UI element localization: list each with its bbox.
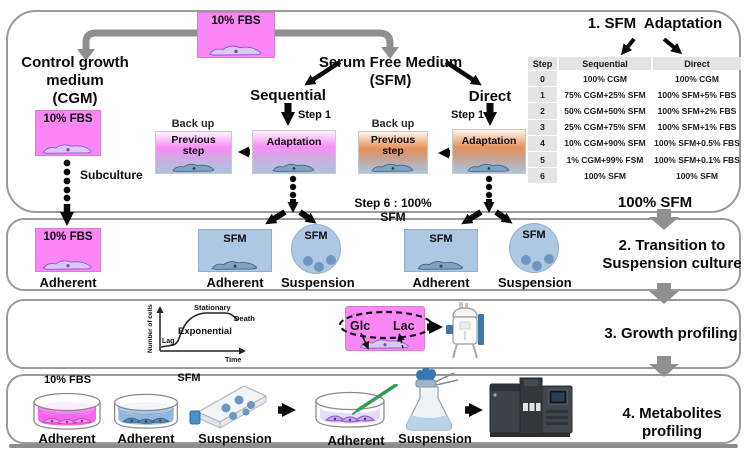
table-header-sequential: Sequential — [559, 57, 651, 70]
suspension-cell-dot — [303, 256, 313, 266]
table-cell: 5 — [528, 151, 557, 168]
step1-label-sequential: Step 1 — [298, 109, 332, 121]
table-cell: 100% SFM+1% FBS — [657, 122, 737, 133]
caption-suspension: Suspension — [198, 431, 272, 446]
phase-lag: Lag — [162, 338, 174, 345]
table-cell: 100% CGM — [675, 73, 719, 84]
bottom-divider — [9, 444, 738, 448]
table-cell: 25% CGM+75% SFM — [564, 122, 646, 133]
table-header-direct: Direct — [653, 57, 741, 70]
sfm-suspension-circle-sequential: SFM — [291, 224, 341, 274]
suspension-cell-dot — [521, 255, 531, 265]
section4-title: 4. Metabolites profiling — [622, 405, 722, 440]
subculture-label: Subculture — [80, 168, 143, 182]
adaptation-box-direct: Adaptation — [452, 129, 526, 174]
left-fbs-flask-box: 10% FBS — [35, 110, 101, 156]
table-cell: 50% CGM+50% SFM — [564, 105, 646, 116]
table-cell: 1 — [528, 87, 557, 103]
direct-branch-label: Direct — [468, 88, 512, 105]
sfm-suspension-circle-direct: SFM — [509, 223, 559, 273]
caption-adherent: Adherent — [38, 431, 96, 446]
sfm-adherent-box-sequential: SFM — [198, 229, 272, 272]
flask-label: 10% FBS — [211, 15, 261, 27]
caption-adherent: Adherent — [206, 275, 264, 290]
mass-spectrometer-icon — [489, 377, 573, 437]
growth-curve-chart: Number of cells Lag Exponential Stationa… — [147, 303, 255, 364]
adherent-cell-icon — [371, 163, 414, 172]
table-cell: 3 — [528, 119, 557, 135]
fbs-adherent-box: 10% FBS — [35, 228, 101, 272]
table-cell: 4 — [528, 135, 557, 151]
table-cell: 10% CGM+90% SFM — [564, 138, 646, 149]
y-axis-label: Number of cells — [147, 304, 154, 353]
caption-suspension: Suspension — [398, 431, 472, 446]
table-cell: 75% CGM+25% SFM — [564, 89, 646, 100]
erlenmeyer-flask-icon — [405, 368, 459, 431]
lac-label: Lac — [393, 319, 415, 333]
sfm-100-label: 100% SFM — [617, 194, 693, 211]
caption-adherent: Adherent — [327, 433, 385, 448]
bioreactor-icon — [446, 302, 484, 359]
caption-suspension: Suspension — [498, 275, 572, 290]
adherent-cell-icon — [272, 163, 315, 172]
caption-adherent: Adherent — [117, 431, 175, 446]
flask-label: 10% FBS — [43, 113, 93, 125]
backup-label-sequential: Back up — [171, 118, 215, 130]
table-cell: 6 — [528, 168, 557, 184]
table-cell: 100% CGM — [583, 73, 627, 84]
section1-heading: 1. SFM Adaptation — [587, 15, 723, 32]
petri-dish-pipette-icon — [315, 384, 398, 428]
section2-title: 2. Transition to Suspension culture — [602, 237, 742, 272]
metabolite-cycle-overlay: Glc Lac — [338, 310, 434, 350]
caption-adherent: Adherent — [39, 275, 97, 290]
suspension-cell-dot — [544, 254, 554, 264]
cgm-title: Control growth medium (CGM) — [21, 54, 129, 107]
adherent-cell-icon — [211, 261, 257, 270]
top-fbs-flask-box: 10% FBS — [197, 12, 275, 58]
adherent-cell-icon — [42, 144, 92, 154]
suspension-cell-dot — [532, 261, 542, 271]
adaptation-box-sequential: Adaptation — [252, 130, 336, 174]
sequential-branch-label: Sequential — [250, 87, 326, 104]
suspension-cell-dot — [314, 262, 324, 272]
table-cell: 100% SFM+5% FBS — [657, 89, 737, 100]
step6-label: Step 6 : 100% SFM — [354, 196, 432, 224]
table-header-step: Step — [528, 57, 557, 70]
phase-stationary: Stationary — [194, 303, 232, 312]
fbs-dish-label: 10% FBS — [43, 374, 92, 386]
sfm-flask-label: SFM — [177, 372, 201, 384]
adherent-cell-icon — [417, 261, 463, 270]
caption-suspension: Suspension — [281, 275, 355, 290]
glc-label: Glc — [350, 319, 370, 333]
caption-adherent: Adherent — [412, 275, 470, 290]
adaptation-table: Step Sequential Direct 0 100% CGM 100% C… — [528, 57, 741, 184]
table-cell: 100% SFM+0.1% FBS — [654, 154, 740, 165]
petri-dish-fbs-icon — [33, 392, 101, 430]
table-cell: 100% SFM+2% FBS — [657, 105, 737, 116]
phase-death: Death — [234, 314, 255, 323]
table-cell: 2 — [528, 103, 557, 119]
sfm-title: Serum Free Medium (SFM) — [318, 54, 463, 89]
panel-2-transition — [6, 218, 741, 291]
phase-exponential: Exponential — [178, 326, 232, 337]
sfm-adherent-box-direct: SFM — [404, 229, 478, 272]
adherent-cell-icon — [209, 45, 262, 56]
adherent-cell-icon — [467, 163, 510, 172]
table-cell: 100% SFM — [583, 170, 627, 181]
t-flask-suspension-icon — [189, 385, 268, 429]
table-cell: 0 — [528, 71, 557, 87]
x-axis-label: Time — [225, 357, 241, 364]
step1-label-direct: Step 1 — [450, 109, 484, 121]
suspension-cell-dot — [326, 255, 336, 265]
table-cell: 100% SFM — [675, 170, 719, 181]
adherent-cell-icon — [42, 260, 92, 270]
table-cell: 100% SFM+0.5% FBS — [654, 138, 740, 149]
table-cell: 1% CGM+99% FSM — [566, 154, 644, 165]
petri-dish-sfm-icon — [114, 393, 178, 429]
adherent-cell-icon — [171, 163, 214, 172]
backup-label-direct: Back up — [371, 118, 415, 130]
section3-title: 3. Growth profiling — [604, 325, 738, 342]
